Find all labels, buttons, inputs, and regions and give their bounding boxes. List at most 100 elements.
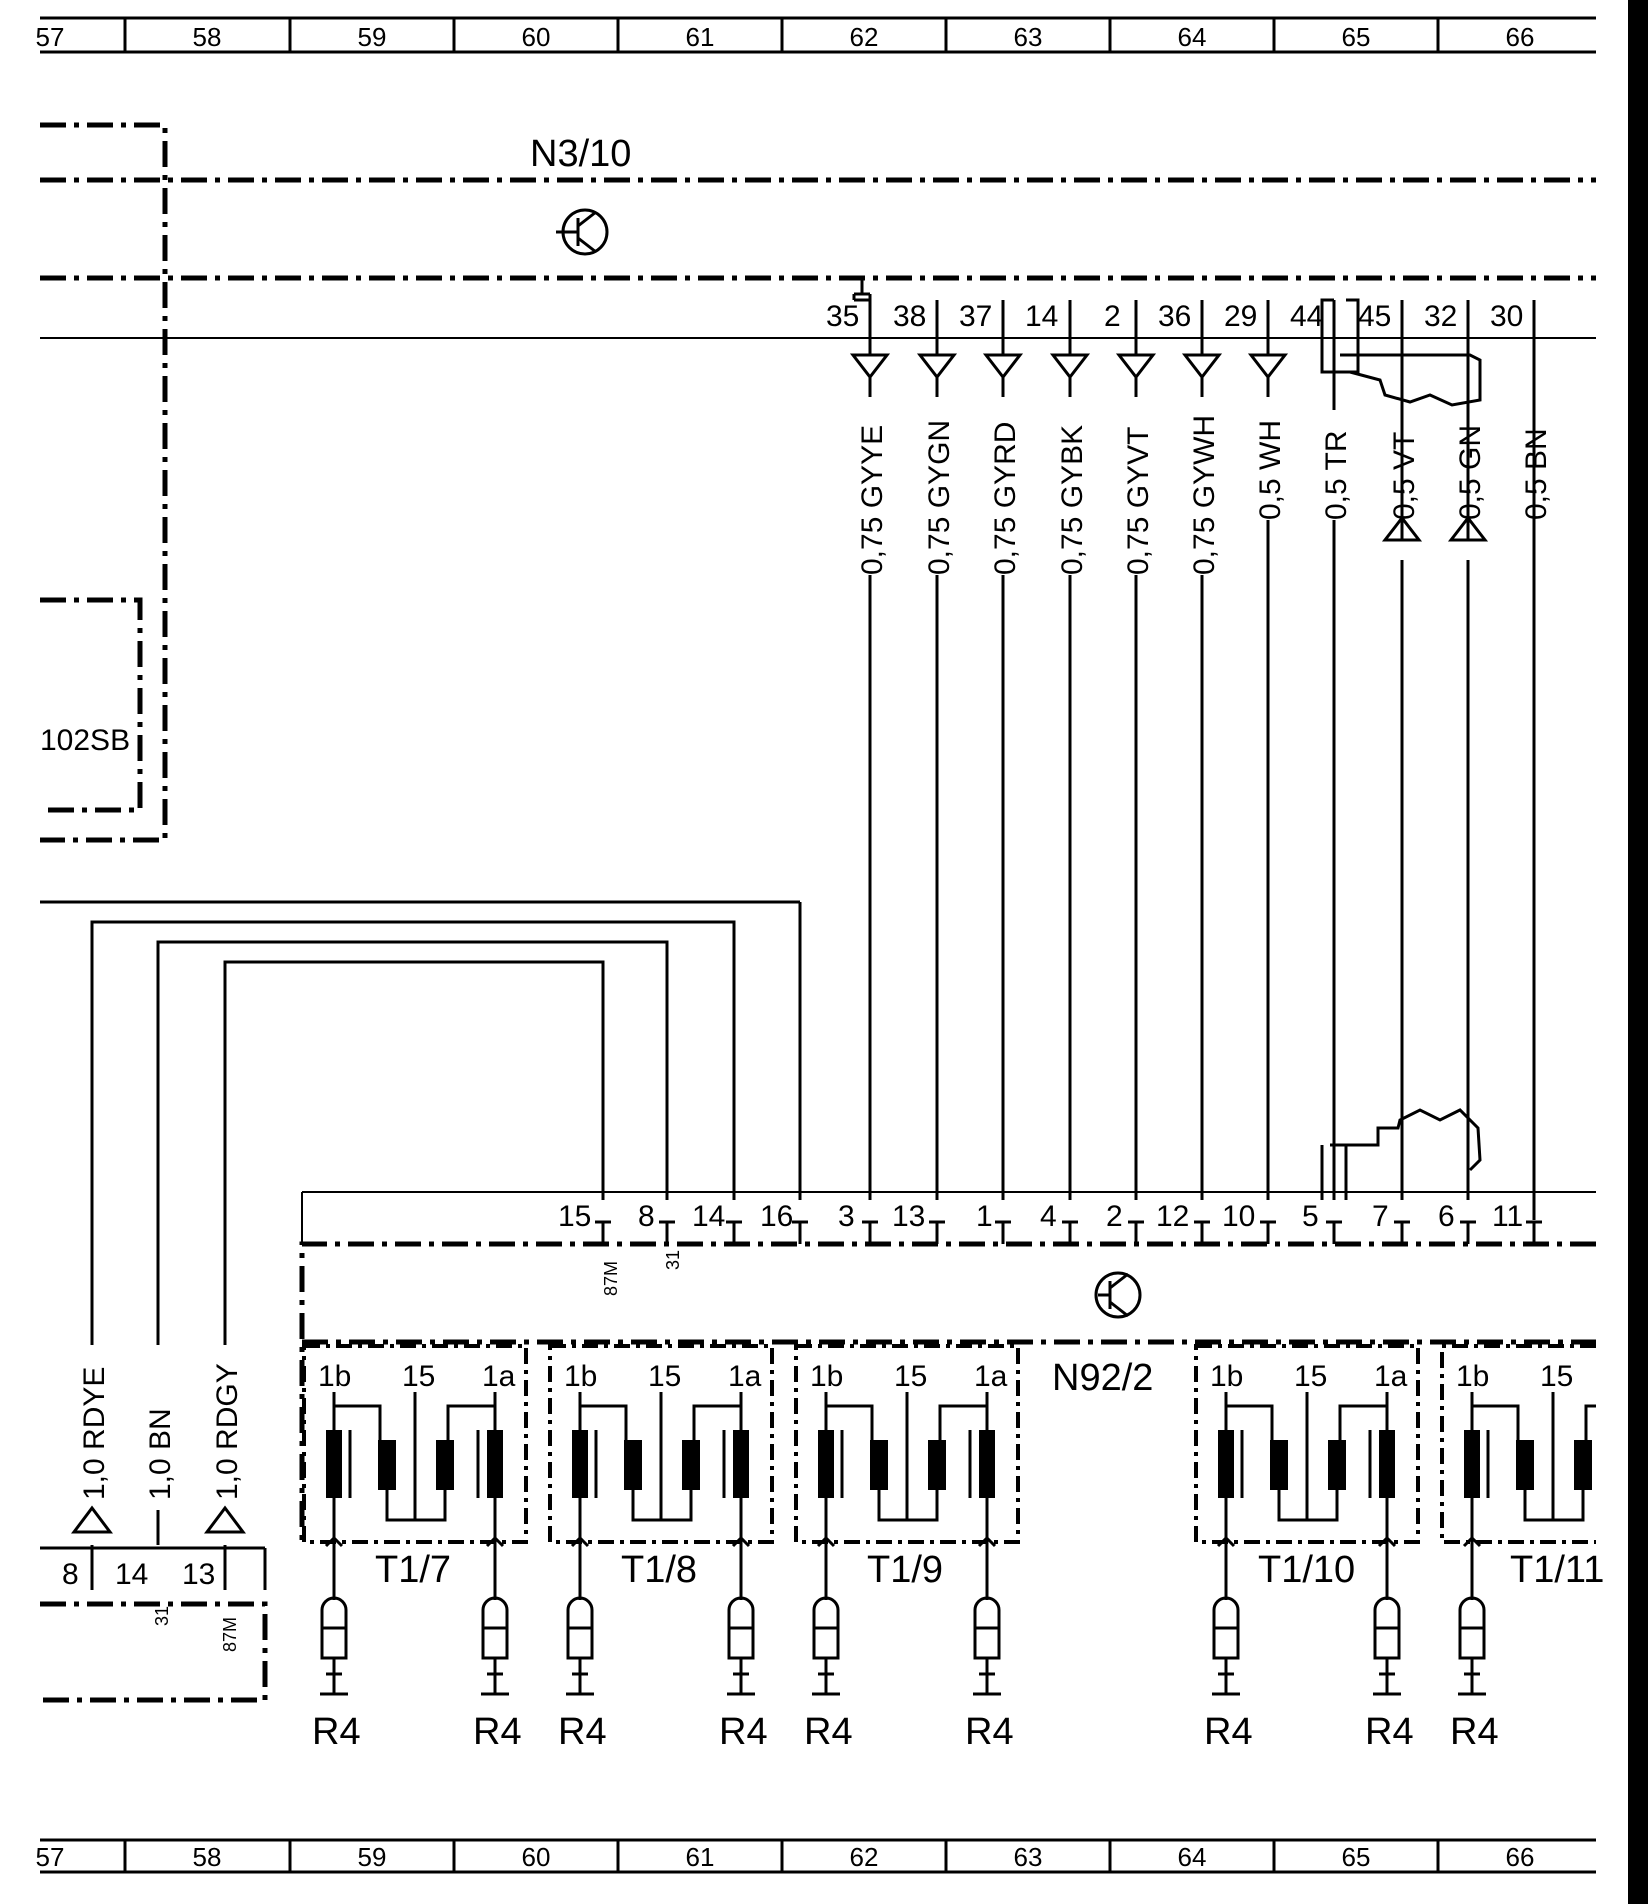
coil-terminal-15: 15: [402, 1360, 435, 1393]
ruler-bottom-label: 59: [358, 1842, 387, 1872]
coil-t1-8: 1b 15 1a T1/8: [548, 1344, 774, 1591]
spark-plug-label: R4: [1365, 1711, 1414, 1753]
connector-arrows: [849, 353, 1489, 542]
pin-label: 35: [826, 300, 859, 333]
wire-label: 0,75 GYYE: [856, 425, 889, 575]
ruler-top-label: 58: [193, 22, 222, 52]
wire-labels-top: 0,75 GYYE 0,75 GYGN 0,75 GYRD 0,75 GYBK …: [856, 415, 1553, 575]
pin-label: 14: [1025, 300, 1058, 333]
coil-terminal-1b: 1b: [318, 1360, 351, 1393]
coil-terminal-1a: 1a: [482, 1360, 516, 1393]
ruler-bottom-label: 61: [686, 1842, 715, 1872]
pin-tag: 31: [152, 1606, 172, 1626]
ruler-bottom-label: 64: [1178, 1842, 1207, 1872]
n92-2-label: N92/2: [1052, 1357, 1153, 1399]
wire-label: 0,5 VT: [1388, 432, 1421, 520]
wire-label: 0,5 BN: [1520, 428, 1553, 520]
coil-terminal-1a: 1a: [728, 1360, 762, 1393]
pin-label: 30: [1490, 300, 1523, 333]
coil-label: T1/7: [375, 1549, 451, 1591]
ruler-top-label: 62: [850, 22, 879, 52]
spark-plug-label: R4: [1204, 1711, 1253, 1753]
pin-tag: 31: [663, 1250, 683, 1270]
wire-label: 0,75 GYWH: [1188, 415, 1221, 575]
pin-label: 2: [1104, 300, 1121, 333]
coil-terminal-1b: 1b: [1210, 1360, 1243, 1393]
pin-tag: 87M: [601, 1261, 621, 1296]
ruler-top: 57 58 59 60 61 62 63 64 65 66: [36, 16, 1596, 54]
coil-t1-11: 1b 15 T1/11: [1440, 1344, 1604, 1591]
control-unit-n3-10: [40, 122, 1596, 843]
wire-label: 0,75 GYGN: [923, 420, 956, 575]
pin-label: 2: [1106, 1200, 1123, 1233]
spark-plug-leads: [324, 1535, 1482, 1600]
page-edge-bar: [1628, 0, 1648, 1904]
coil-label: T1/11: [1510, 1549, 1604, 1591]
pin-label: 5: [1302, 1200, 1319, 1233]
spark-plug-label: R4: [1450, 1711, 1499, 1753]
coil-label: T1/10: [1258, 1549, 1355, 1591]
ruler-bottom-label: 66: [1506, 1842, 1535, 1872]
spark-plug-label: R4: [558, 1711, 607, 1753]
transistor-icon: [1094, 1271, 1142, 1319]
pin-label: 36: [1158, 300, 1191, 333]
pin-label: 13: [182, 1558, 215, 1591]
wire-label: 1,0 RDGY: [211, 1363, 244, 1500]
pin-label: 7: [1372, 1200, 1389, 1233]
spark-plug-label: R4: [719, 1711, 768, 1753]
ruler-top-label: 65: [1342, 22, 1371, 52]
pin-label: 8: [62, 1558, 79, 1591]
wire-label: 0,75 GYRD: [989, 422, 1022, 575]
pin-label: 14: [692, 1200, 725, 1233]
coil-terminal-15: 15: [894, 1360, 927, 1393]
ruler-bottom-label: 57: [36, 1842, 65, 1872]
coil-terminal-1a: 1a: [1374, 1360, 1408, 1393]
coil-t1-10: 1b 15 1a T1/10: [1194, 1344, 1420, 1591]
ruler-bottom-label: 62: [850, 1842, 879, 1872]
ruler-bottom-label: 58: [193, 1842, 222, 1872]
pin-label: 8: [638, 1200, 655, 1233]
ruler-bottom: 57 58 59 60 61 62 63 64 65 66: [36, 1838, 1596, 1874]
coil-terminal-15: 15: [1540, 1360, 1573, 1393]
ruler-top-label: 66: [1506, 22, 1535, 52]
coil-terminal-1b: 1b: [1456, 1360, 1489, 1393]
spark-plug-label: R4: [804, 1711, 853, 1753]
transistor-icon: [556, 208, 609, 256]
ruler-bottom-label: 65: [1342, 1842, 1371, 1872]
pin-label: 29: [1224, 300, 1257, 333]
left-box-label: 102SB: [40, 724, 130, 757]
wire-label: 0,5 WH: [1254, 420, 1287, 520]
left-connector: 1,0 RDYE 1,0 BN 1,0 RDGY 8 14 13 31 87M: [40, 1363, 268, 1703]
pin-label: 38: [893, 300, 926, 333]
pin-label: 4: [1040, 1200, 1057, 1233]
pin-label: 37: [959, 300, 992, 333]
pin-label: 3: [838, 1200, 855, 1233]
left-loop-wires: [40, 900, 802, 1345]
coil-label: T1/9: [867, 1549, 943, 1591]
wire-label: 1,0 BN: [144, 1408, 177, 1500]
wire-label: 0,75 GYVT: [1122, 427, 1155, 575]
coil-label: T1/8: [621, 1549, 697, 1591]
spark-plug-label: R4: [965, 1711, 1014, 1753]
pin-label: 14: [115, 1558, 148, 1591]
wire-label: 0,5 TR: [1320, 431, 1353, 521]
pin-label: 16: [760, 1200, 793, 1233]
vertical-wires: [868, 520, 1482, 1200]
ruler-top-label: 57: [36, 22, 65, 52]
ruler-top-label: 63: [1014, 22, 1043, 52]
coil-terminal-1b: 1b: [564, 1360, 597, 1393]
spark-plug-label: R4: [473, 1711, 522, 1753]
top-connector: [852, 278, 1536, 1220]
pin-label: 44: [1290, 300, 1323, 333]
n3-10-label: N3/10: [530, 133, 631, 175]
spark-plug-label: R4: [312, 1711, 361, 1753]
spark-plug-icon: [320, 1596, 1486, 1696]
coil-t1-7: 1b 15 1a T1/7: [302, 1344, 528, 1591]
wire-label: 0,5 GN: [1454, 425, 1487, 520]
pin-label: 10: [1222, 1200, 1255, 1233]
ruler-top-label: 64: [1178, 22, 1207, 52]
pin-label: 13: [892, 1200, 925, 1233]
ruler-top-label: 59: [358, 22, 387, 52]
bottom-connector: [595, 1220, 1542, 1244]
